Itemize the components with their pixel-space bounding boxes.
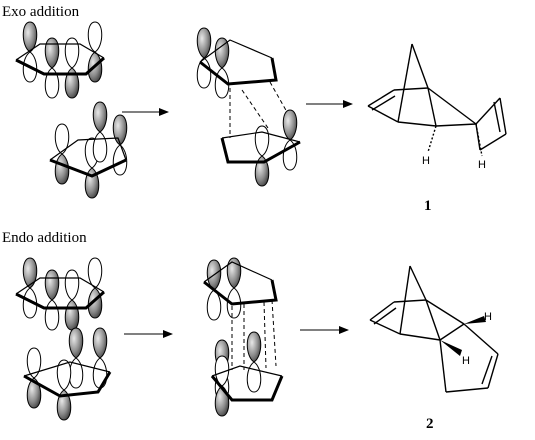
endo-wedge-top: [464, 316, 486, 324]
exo-dienophile-orbitals: [49, 102, 127, 198]
endo-diene-orbitals: [15, 258, 105, 330]
compound-number-2: 2: [426, 416, 434, 432]
exo-h-label-right: H: [478, 159, 486, 171]
exo-product-structure: [367, 43, 507, 157]
exo-h-label-left: H: [422, 155, 430, 167]
endo-addition-title: Endo addition: [2, 230, 87, 246]
compound-number-1: 1: [424, 198, 432, 214]
exo-addition-title: Exo addition: [2, 4, 80, 20]
endo-h-label-bottom: H: [462, 355, 470, 367]
endo-dienophile-orbitals: [23, 328, 112, 420]
exo-transition-state: [197, 28, 301, 186]
exo-diene-orbitals: [15, 22, 105, 98]
endo-transition-state: [203, 258, 284, 416]
endo-h-label-top: H: [484, 311, 492, 323]
endo-wedge-bottom: [440, 340, 462, 356]
endo-product-structure: [369, 265, 499, 393]
